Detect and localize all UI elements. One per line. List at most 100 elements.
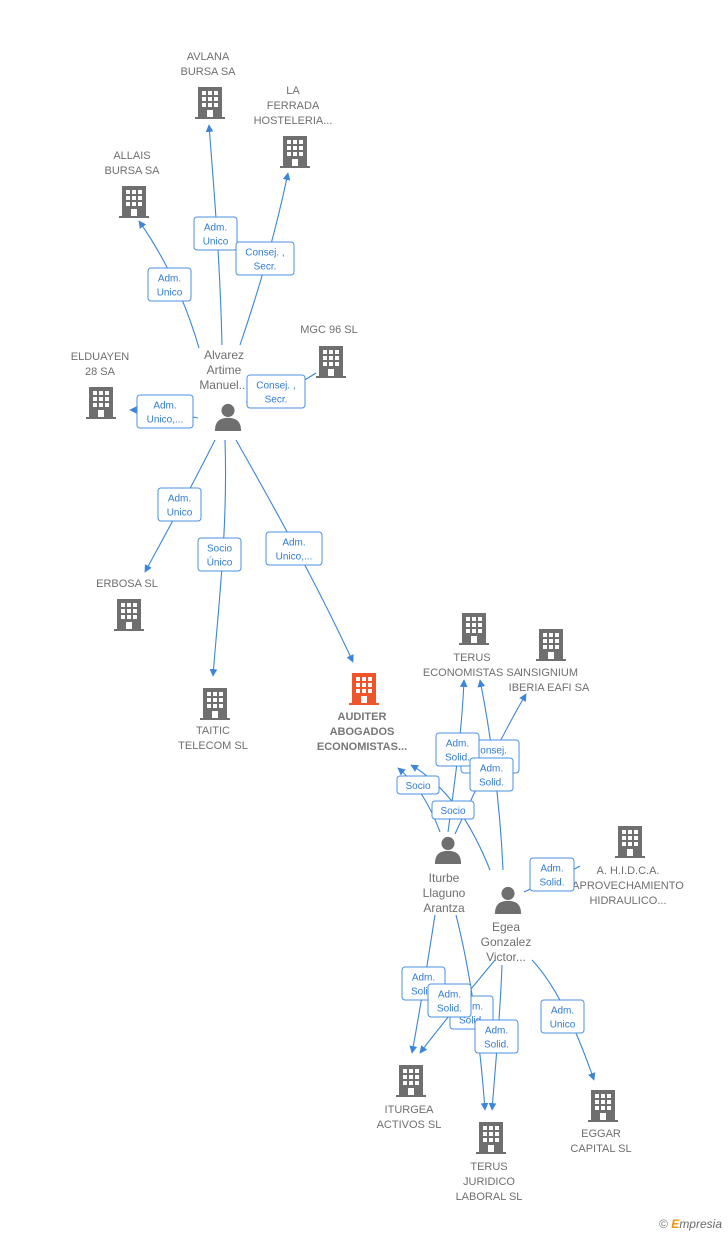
- edge-label-text: Adm.: [446, 739, 469, 750]
- company-label-line: TERUS: [470, 1161, 507, 1173]
- edge-label-text: Unico,...: [276, 552, 313, 563]
- company-label-line: BURSA SA: [180, 66, 236, 78]
- edge-label-text: Consej. ,: [245, 248, 284, 259]
- company-label-line: ECONOMISTAS SA: [423, 667, 522, 679]
- edge-label-text: Solid.: [479, 778, 504, 789]
- person-label-line: Llaguno: [423, 886, 466, 900]
- edge-label-box: [540, 999, 585, 1034]
- building-icon: [476, 1122, 506, 1154]
- edge-label-box: [396, 775, 440, 795]
- edge-label-text: Adm.: [551, 1006, 574, 1017]
- edge-label-text: Unico: [157, 288, 183, 299]
- edge-label-box: [157, 487, 202, 522]
- building-icon: [615, 826, 645, 858]
- edge-label-e-allais[interactable]: Adm.Unico: [147, 267, 192, 302]
- company-label-line: AUDITER: [338, 711, 387, 723]
- company-label-line: ABOGADOS: [330, 726, 395, 738]
- edge-label-e-erbosa[interactable]: Adm.Unico: [157, 487, 202, 522]
- edge-label-e-auditer[interactable]: Adm. Unico,...: [265, 531, 323, 566]
- company-label-line: JURIDICO: [463, 1176, 515, 1188]
- company-node-taitic[interactable]: TAITIC TELECOM SL: [178, 688, 248, 752]
- person-icon: [434, 836, 462, 864]
- brand-watermark: © Empresia: [659, 1217, 722, 1231]
- company-label-line: TELECOM SL: [178, 740, 248, 752]
- company-label-line: IBERIA EAFI SA: [509, 682, 590, 694]
- company-label-line: HOSTELERIA...: [254, 115, 333, 127]
- person-node-egea[interactable]: EgeaGonzalezVictor...: [481, 886, 532, 964]
- building-icon: [86, 387, 116, 419]
- person-label-line: Artime: [207, 363, 242, 377]
- logo-letter: E: [671, 1217, 680, 1231]
- company-label-line: TAITIC: [196, 725, 230, 737]
- building-icon: [195, 87, 225, 119]
- company-node-laferrada[interactable]: LA FERRADA HOSTELERIA...: [254, 85, 333, 168]
- edge-label-box: [136, 394, 194, 429]
- company-nodes: AVLANA BURSA SA LA FERRADA HOSTELERIA... ALLA…: [71, 51, 685, 1203]
- edge-label-text: Adm.: [540, 864, 563, 875]
- edge-label-text: Adm.: [480, 764, 503, 775]
- edge-label-text: Solid.: [484, 1040, 509, 1051]
- edge-label-text: Solid.: [459, 1016, 484, 1027]
- edge-label-text: Unico,...: [147, 415, 184, 426]
- edge-label-e-tj1[interactable]: Adm.Solid.: [427, 983, 472, 1018]
- edge-label-text: Adm.: [153, 401, 176, 412]
- copyright-symbol: ©: [659, 1217, 668, 1231]
- edge-label-e-ahidca[interactable]: Adm.Solid.: [529, 857, 575, 892]
- person-label-line: Gonzalez: [481, 935, 532, 949]
- company-label-line: ALLAIS: [113, 150, 150, 162]
- edge-label-e-tj2[interactable]: Adm.Solid.: [474, 1019, 519, 1054]
- company-label-line: A. H.I.D.C.A.: [597, 865, 660, 877]
- company-node-auditer[interactable]: AUDITERABOGADOSECONOMISTAS...: [317, 673, 407, 753]
- edge-label-box: [235, 241, 295, 276]
- company-node-ahidca[interactable]: A. H.I.D.C.A.APROVECHAMIENTOHIDRAULICO..…: [572, 826, 684, 907]
- edge-label-e-laferrada[interactable]: Consej. ,Secr.: [235, 241, 295, 276]
- edge-label-text: Consej.: [473, 746, 507, 757]
- person-label-line: Alvarez: [204, 348, 244, 362]
- edge-label-box: [435, 732, 480, 767]
- edge-label-box: [246, 374, 306, 409]
- company-label-line: ERBOSA SL: [96, 578, 158, 590]
- company-node-mgc96[interactable]: MGC 96 SL: [300, 324, 358, 378]
- edge-label-text: Adm.: [412, 973, 435, 984]
- company-label-line: ELDUAYEN: [71, 351, 130, 363]
- person-label-line: Manuel...: [199, 378, 248, 392]
- company-label-line: MGC 96 SL: [300, 324, 357, 336]
- edge-label-e-eggar[interactable]: Adm. Unico: [540, 999, 585, 1034]
- edge-label-e-mgc[interactable]: Consej. , Secr.: [246, 374, 306, 409]
- edge-label-box: [147, 267, 192, 302]
- person-label-line: Victor...: [486, 950, 526, 964]
- edge-label-text: Unico: [550, 1020, 576, 1031]
- edge-label-text: Secr.: [265, 395, 288, 406]
- edge-label-text: Consej. ,: [256, 381, 295, 392]
- company-label-line: EGGAR: [581, 1128, 621, 1140]
- edge-label-text: Adm.: [168, 494, 191, 505]
- edge-label-e-admsolid2[interactable]: Adm. Solid.: [469, 757, 514, 792]
- edge-label-text: Solid.: [437, 1004, 462, 1015]
- company-node-avlana[interactable]: AVLANA BURSA SA: [180, 51, 236, 119]
- person-node-alvarez[interactable]: AlvarezArtimeManuel...: [199, 348, 249, 431]
- edge-label-e-elduayen[interactable]: Adm. Unico,...: [136, 394, 194, 429]
- edge-label-e-admsolid1[interactable]: Adm. Solid.: [435, 732, 480, 767]
- edge-label-e-socio2[interactable]: Socio: [431, 800, 475, 820]
- company-node-erbosa[interactable]: ERBOSA SL: [96, 578, 158, 631]
- company-label-line: LA: [286, 85, 300, 97]
- edge-label-text: Socio: [207, 544, 232, 555]
- edge-label-e-avlana[interactable]: Adm.Unico: [193, 216, 238, 251]
- edge-label-text: Solid.: [445, 753, 470, 764]
- company-label-line: ITURGEA: [385, 1104, 435, 1116]
- company-label-line: FERRADA: [267, 100, 320, 112]
- company-label-line: AVLANA: [187, 51, 230, 63]
- edge-label-text: Adm.: [282, 538, 305, 549]
- edge-label-e-socio1[interactable]: Socio: [396, 775, 440, 795]
